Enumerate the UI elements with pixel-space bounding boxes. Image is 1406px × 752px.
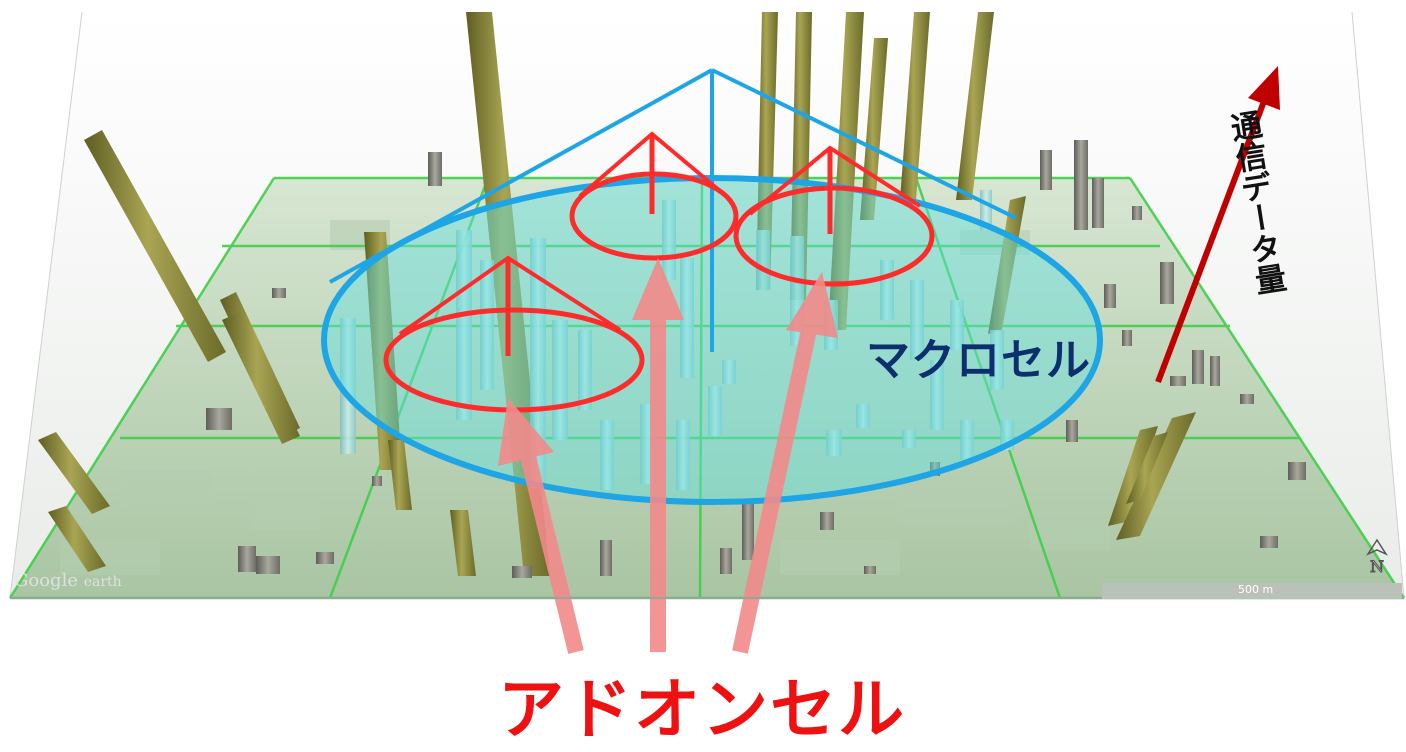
building — [826, 430, 842, 456]
building — [1066, 420, 1078, 442]
building — [364, 232, 402, 470]
building — [578, 330, 592, 410]
buildings-gray — [206, 140, 1306, 578]
pointer-arrow-3 — [732, 314, 820, 654]
building — [1108, 426, 1158, 526]
building — [960, 420, 974, 460]
building — [256, 556, 280, 574]
building — [708, 386, 722, 436]
compass-north: N — [1370, 557, 1384, 576]
building — [930, 462, 940, 476]
building — [676, 420, 690, 490]
building — [372, 476, 382, 486]
building — [340, 318, 356, 454]
building — [1126, 432, 1168, 504]
building — [1160, 262, 1174, 304]
building — [1132, 206, 1142, 220]
building — [720, 548, 732, 574]
building — [990, 330, 1004, 390]
building — [722, 360, 736, 384]
addon-cell-2 — [569, 131, 739, 261]
building — [956, 12, 994, 200]
building — [900, 12, 930, 200]
macro-cell-label: マクロセル — [866, 335, 1091, 386]
building — [856, 404, 870, 428]
building — [456, 230, 472, 420]
building — [742, 500, 754, 560]
building — [1288, 462, 1306, 480]
watermark-product: earth — [83, 574, 122, 590]
addon-pointer-arrows — [498, 258, 838, 654]
building — [222, 312, 300, 444]
building — [820, 512, 834, 530]
building — [910, 280, 924, 360]
building — [1240, 394, 1254, 404]
building — [512, 566, 532, 578]
building — [864, 566, 876, 574]
coverage-diagram — [8, 11, 1406, 654]
building — [1104, 284, 1116, 308]
up-arrow-icon — [1155, 66, 1280, 384]
building — [48, 506, 106, 572]
pointer-arrowhead-3 — [786, 272, 838, 338]
addon-cell-1 — [383, 255, 645, 413]
compass-icon: N — [1366, 538, 1388, 577]
building — [316, 552, 334, 564]
building — [1122, 330, 1132, 346]
building — [388, 440, 412, 510]
building — [600, 540, 612, 576]
building — [790, 12, 812, 300]
building — [84, 130, 226, 362]
addon-cell-3 — [733, 145, 935, 287]
pointer-arrow-1 — [516, 438, 584, 654]
building — [1192, 350, 1204, 384]
building — [1260, 536, 1278, 548]
building — [1116, 412, 1196, 540]
building — [38, 432, 110, 514]
building — [756, 230, 770, 290]
building — [680, 258, 694, 378]
watermark-brand: Google — [14, 570, 78, 591]
building — [860, 38, 888, 220]
scale-bar: 500 m — [1102, 583, 1402, 599]
google-earth-watermark: Google earth — [14, 570, 122, 591]
building — [530, 238, 546, 488]
building — [950, 300, 964, 350]
macro-cell-cone — [329, 68, 1017, 352]
scene-edge-right — [1351, 11, 1405, 599]
building — [902, 430, 916, 448]
building — [552, 320, 568, 440]
building — [756, 12, 778, 290]
map-ground — [10, 178, 1404, 598]
building — [828, 12, 864, 330]
building — [428, 152, 442, 186]
building — [272, 288, 286, 298]
building — [930, 360, 944, 430]
building — [238, 546, 256, 572]
building — [1074, 140, 1088, 230]
addon-cell-label: アドオンセル — [498, 671, 906, 748]
pointer-arrowhead-1 — [498, 398, 554, 466]
building — [1040, 150, 1052, 190]
building — [480, 260, 494, 390]
building — [206, 408, 232, 430]
building — [1210, 356, 1220, 386]
building — [600, 420, 614, 490]
building — [450, 510, 476, 576]
scale-label: 500 m — [1238, 583, 1274, 596]
building — [1170, 376, 1186, 386]
pointer-arrowhead-2 — [632, 258, 684, 320]
building — [988, 196, 1026, 334]
scene-edge-left — [9, 11, 83, 599]
building — [1092, 178, 1104, 228]
